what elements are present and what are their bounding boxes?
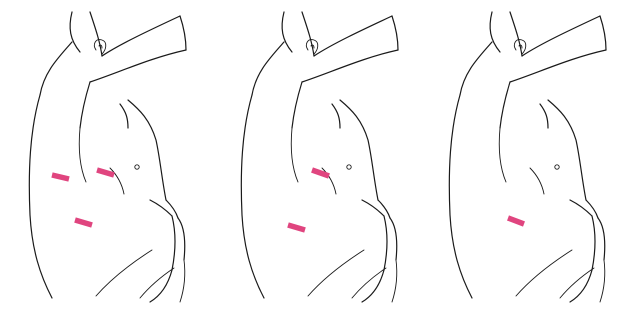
marker-left-3 [75,220,92,225]
marker-middle-2 [288,225,305,230]
marker-left-2 [97,170,114,175]
torso-panel-middle [241,12,398,302]
marker-middle-1 [312,170,329,176]
marker-right-1 [508,218,524,224]
torso-panel-right [449,12,606,302]
marker-left-1 [52,175,69,179]
torso-panel-left [29,12,186,302]
